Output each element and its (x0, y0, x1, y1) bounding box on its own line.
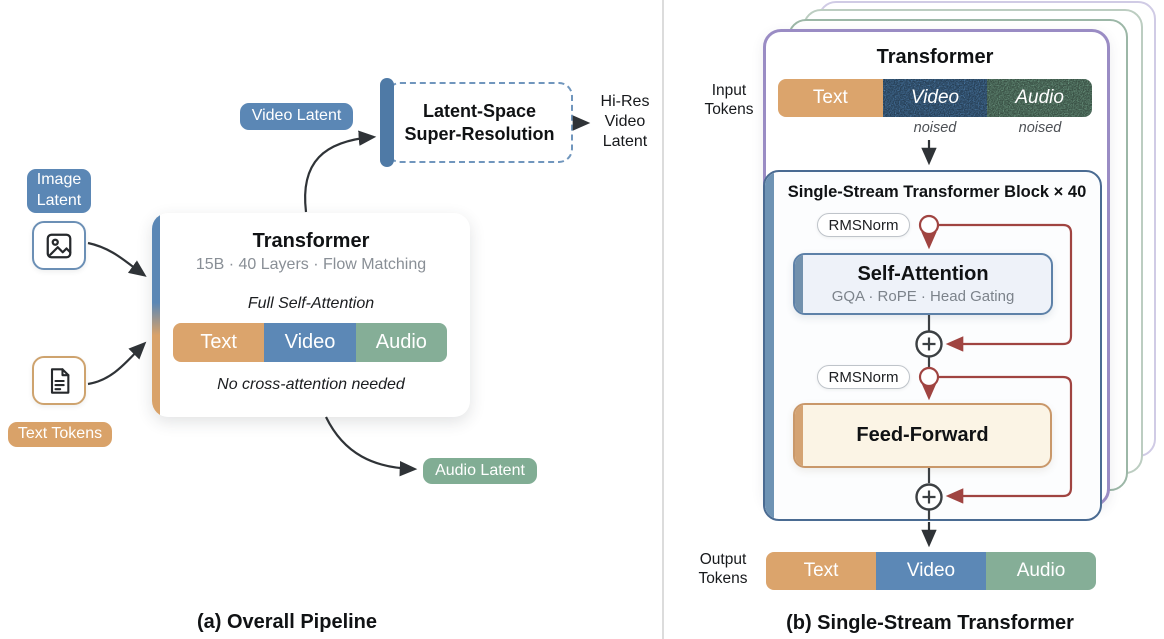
modality-label: Video (906, 560, 956, 581)
self-attention-subtitle: GQA · RoPE · Head Gating (831, 288, 1015, 305)
document-icon (50, 367, 70, 394)
output-tokens-bar: Text Video Audio (766, 552, 1096, 590)
input-tokens-bar: Text Video Audio (778, 79, 1092, 117)
output-tokens-label: Output Tokens (698, 551, 748, 587)
arrow-transformer-to-audio-latent (325, 416, 418, 477)
self-attention-left-accent (795, 255, 803, 313)
super-resolution-box: Latent-Space Super-Resolution (386, 82, 573, 163)
modality-gradient-stripe (152, 213, 160, 417)
modality-segment-text: Text (173, 323, 265, 362)
block-title: Single-Stream Transformer Block × 40 (787, 183, 1087, 201)
noised-label-video: noised (913, 120, 957, 136)
modality-label: Text (803, 560, 839, 581)
noised-label-audio: noised (1018, 120, 1062, 136)
input-segment-audio-noised: Audio (987, 79, 1092, 117)
transformer-subtitle-a: 15B · 40 Layers · Flow Matching (195, 256, 427, 273)
modality-segment-video: Video (264, 323, 356, 362)
block-left-accent (765, 172, 774, 519)
transformer-card-a: Transformer 15B · 40 Layers · Flow Match… (152, 213, 470, 417)
video-latent-pill: Video Latent (240, 103, 353, 130)
super-resolution-left-accent (380, 78, 394, 167)
modality-label: Audio (1016, 560, 1066, 581)
image-icon (46, 233, 72, 258)
arrow-transformer-to-sr (304, 130, 377, 213)
modality-label: Video (284, 331, 336, 353)
self-attention-title: Self-Attention (857, 263, 989, 285)
transformer-title-b: Transformer (876, 46, 994, 68)
rmsnorm-pill-1: RMSNorm (817, 213, 910, 237)
modality-label: Video (910, 87, 960, 108)
output-segment-text: Text (766, 552, 876, 590)
self-attention-box: Self-Attention GQA · RoPE · Head Gating (793, 253, 1053, 315)
feed-forward-title: Feed-Forward (856, 424, 989, 446)
no-cross-attention-note: No cross-attention needed (217, 376, 405, 393)
caption-panel-a: (a) Overall Pipeline (196, 611, 378, 633)
single-stream-block: Single-Stream Transformer Block × 40 (763, 170, 1102, 521)
modality-label: Audio (1015, 87, 1064, 108)
audio-latent-pill: Audio Latent (423, 458, 537, 484)
image-icon-box (32, 221, 86, 270)
panel-divider (662, 0, 664, 639)
arrow-text-to-transformer (87, 341, 147, 386)
text-tokens-icon-box (32, 356, 86, 405)
input-segment-video-noised: Video (882, 79, 988, 117)
caption-panel-b: (b) Single-Stream Transformer (786, 612, 1074, 634)
input-segment-text: Text (778, 79, 883, 117)
noise-texture (882, 79, 988, 117)
modality-segment-audio: Audio (355, 323, 447, 362)
modality-label: Text (812, 87, 848, 108)
output-segment-audio: Audio (986, 552, 1096, 590)
modality-label: Audio (375, 331, 427, 353)
hires-video-latent-label: Hi-Res Video Latent (600, 93, 650, 150)
input-tokens-label: Input Tokens (704, 82, 754, 118)
transformer-title-a: Transformer (252, 230, 370, 252)
feed-forward-box: Feed-Forward (793, 403, 1052, 468)
image-latent-pill: Image Latent (27, 169, 91, 213)
modality-bar-a: Text Video Audio (173, 323, 447, 362)
modality-label: Text (200, 331, 237, 353)
text-tokens-pill: Text Tokens (8, 422, 112, 447)
arrow-image-to-transformer (87, 241, 147, 277)
feed-forward-left-accent (795, 405, 803, 466)
noise-texture (987, 79, 1092, 117)
output-segment-video: Video (876, 552, 986, 590)
rmsnorm-pill-2: RMSNorm (817, 365, 910, 389)
full-self-attention-note: Full Self-Attention (247, 295, 375, 312)
